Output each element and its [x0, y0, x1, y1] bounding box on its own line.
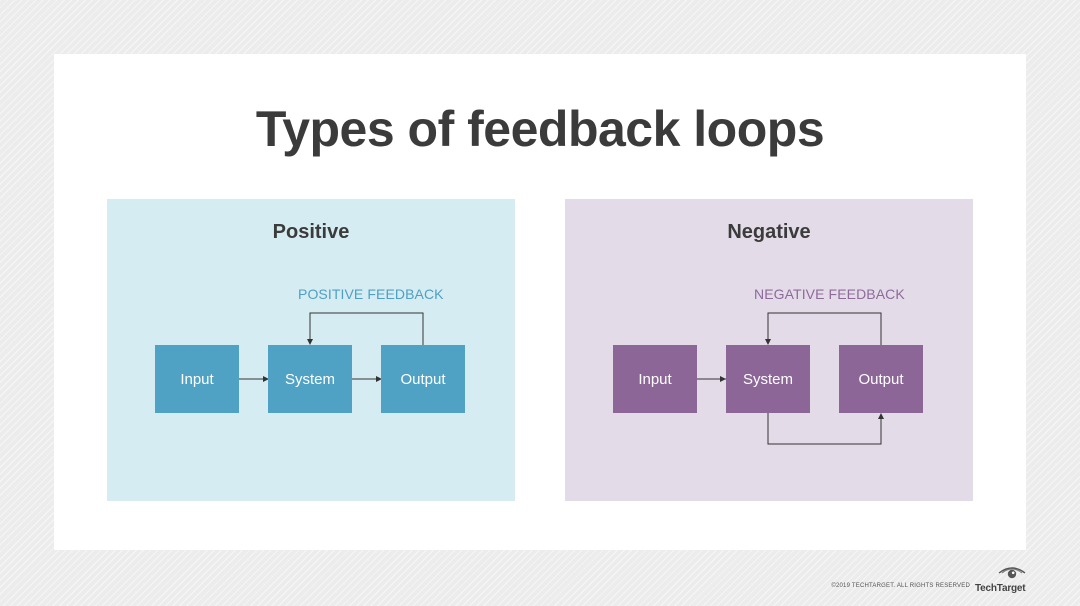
node-label: Input	[638, 370, 672, 388]
negative-input-node: Input	[613, 345, 697, 413]
positive-feedback-label: POSITIVE FEEDBACK	[298, 286, 444, 302]
brand-name: TechTarget	[975, 583, 1026, 594]
negative-panel: Negative NEGATIVE FEEDBACK Input System …	[565, 199, 973, 501]
positive-heading: Positive	[272, 221, 350, 243]
node-label: System	[742, 370, 793, 388]
positive-connectors	[239, 312, 424, 382]
negative-system-node: System	[726, 345, 810, 413]
techtarget-logo: TechTarget	[975, 564, 1029, 594]
positive-panel: Positive POSITIVE FEEDBACK Input System …	[107, 199, 515, 501]
negative-feedback-loop-arrow	[765, 312, 882, 345]
negative-output-node: Output	[839, 345, 923, 413]
negative-feedback-label: NEGATIVE FEEDBACK	[754, 286, 905, 302]
positive-system-node: System	[268, 345, 352, 413]
positive-input-node: Input	[155, 345, 239, 413]
input-to-system-arrowhead	[720, 376, 726, 382]
node-label: Output	[858, 370, 904, 388]
negative-heading: Negative	[727, 221, 811, 243]
node-label: Output	[400, 370, 446, 388]
page-title: Types of feedback loops	[255, 101, 825, 157]
node-label: System	[284, 370, 335, 388]
copyright-notice: ©2019 TECHTARGET. ALL RIGHTS RESERVED	[831, 583, 970, 589]
system-to-output-lower-arrow	[767, 413, 884, 445]
node-label: Input	[180, 370, 214, 388]
positive-output-node: Output	[381, 345, 465, 413]
negative-connectors	[697, 312, 884, 445]
eye-logo-icon	[998, 567, 1026, 579]
positive-feedback-loop-arrow	[307, 312, 424, 345]
